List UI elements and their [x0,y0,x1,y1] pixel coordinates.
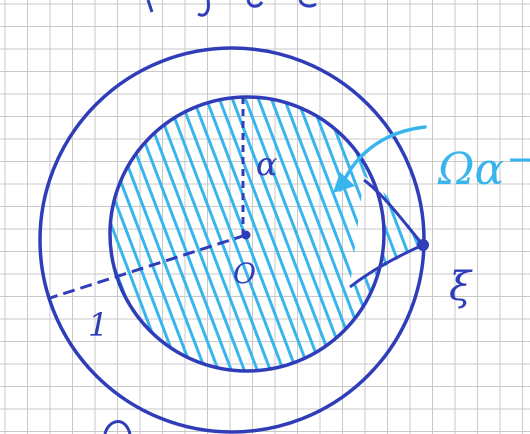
center-point [241,230,251,240]
hatch-stroke [450,90,530,380]
hatch-stroke [149,97,263,371]
inner-circle [108,95,386,373]
unit-radius-dashed [49,233,247,300]
hatch-stroke [110,97,185,371]
hatch-stroke [227,97,341,371]
omega-alpha-label: Ωα [437,144,504,195]
hatch-stroke [489,90,530,380]
hatch-stroke [162,97,276,371]
arrow-head [333,172,355,193]
hatch-stroke [463,90,530,380]
hatch-stroke [0,90,1,380]
hatch-stroke [0,90,27,380]
hatch-stroke [409,97,423,371]
xi-label: ξ [449,264,473,310]
hatch-stroke [476,90,530,380]
hatch-stroke [0,90,66,380]
hatch-stroke [0,90,92,380]
hatch-stroke [175,97,289,371]
origin-label: O [233,257,256,290]
hatch-stroke [437,90,530,380]
xi-point [417,239,429,251]
bottom-edge-scribble [103,420,132,434]
unit-circle [38,46,426,434]
alpha-label: α [256,145,278,183]
hatch-stroke [110,97,198,371]
hatch-stroke [214,97,328,371]
shaded-region-hatching [0,90,530,380]
top-edge-scribble [146,0,317,17]
radius-one-label: 1 [88,306,108,344]
hatch-stroke [136,97,250,371]
hatch-stroke [240,97,354,371]
hatch-stroke [0,90,53,380]
hatch-stroke [0,90,40,380]
hatch-stroke [0,90,14,380]
hatch-stroke [201,97,315,371]
